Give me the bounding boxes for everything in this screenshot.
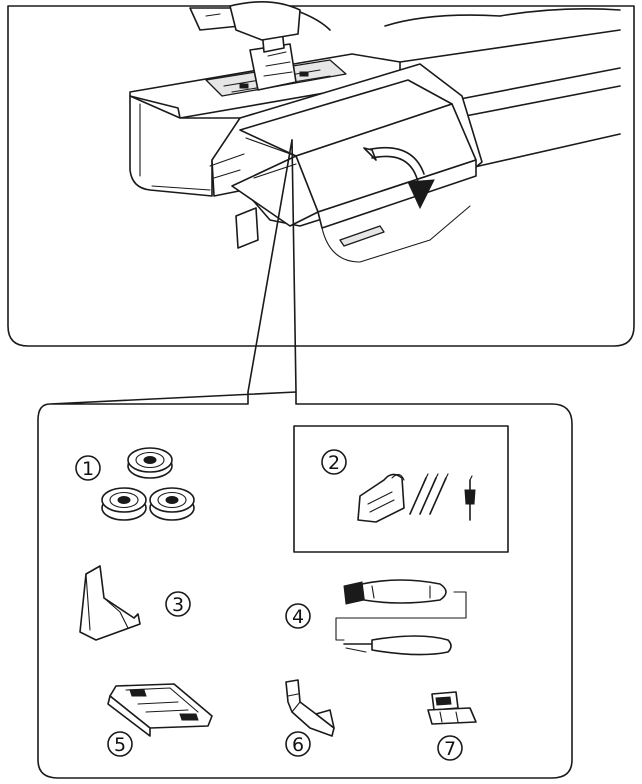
item-5-label: 5 bbox=[114, 734, 126, 756]
accessories-panel bbox=[37, 391, 573, 779]
item-6-label: 6 bbox=[292, 734, 304, 756]
item-4-marker: 4 bbox=[285, 603, 311, 629]
item-7-label: 7 bbox=[444, 738, 456, 760]
item-5-marker: 5 bbox=[107, 731, 133, 757]
needle-pack-icon bbox=[357, 473, 476, 523]
presser-foot-icon bbox=[427, 691, 477, 725]
bobbins-icon bbox=[101, 447, 195, 521]
item-4-label: 4 bbox=[292, 606, 304, 628]
item-2-label: 2 bbox=[328, 452, 340, 474]
machine-panel bbox=[7, 5, 635, 347]
item-1-label: 1 bbox=[82, 458, 94, 480]
callout-lines bbox=[247, 139, 297, 393]
edge-guide-icon bbox=[79, 565, 141, 641]
item-3-label: 3 bbox=[172, 594, 184, 616]
item-2-marker: 2 bbox=[321, 449, 347, 475]
item-6-marker: 6 bbox=[285, 731, 311, 757]
sewing-machine-illustration bbox=[129, 1, 621, 263]
buttonhole-foot-icon bbox=[107, 683, 213, 737]
item-3-marker: 3 bbox=[165, 591, 191, 617]
zipper-foot-icon bbox=[285, 679, 335, 737]
item-7-marker: 7 bbox=[437, 735, 463, 761]
needles-box bbox=[293, 425, 509, 553]
item-1-marker: 1 bbox=[75, 455, 101, 481]
seam-ripper-brush-icon bbox=[335, 579, 467, 656]
